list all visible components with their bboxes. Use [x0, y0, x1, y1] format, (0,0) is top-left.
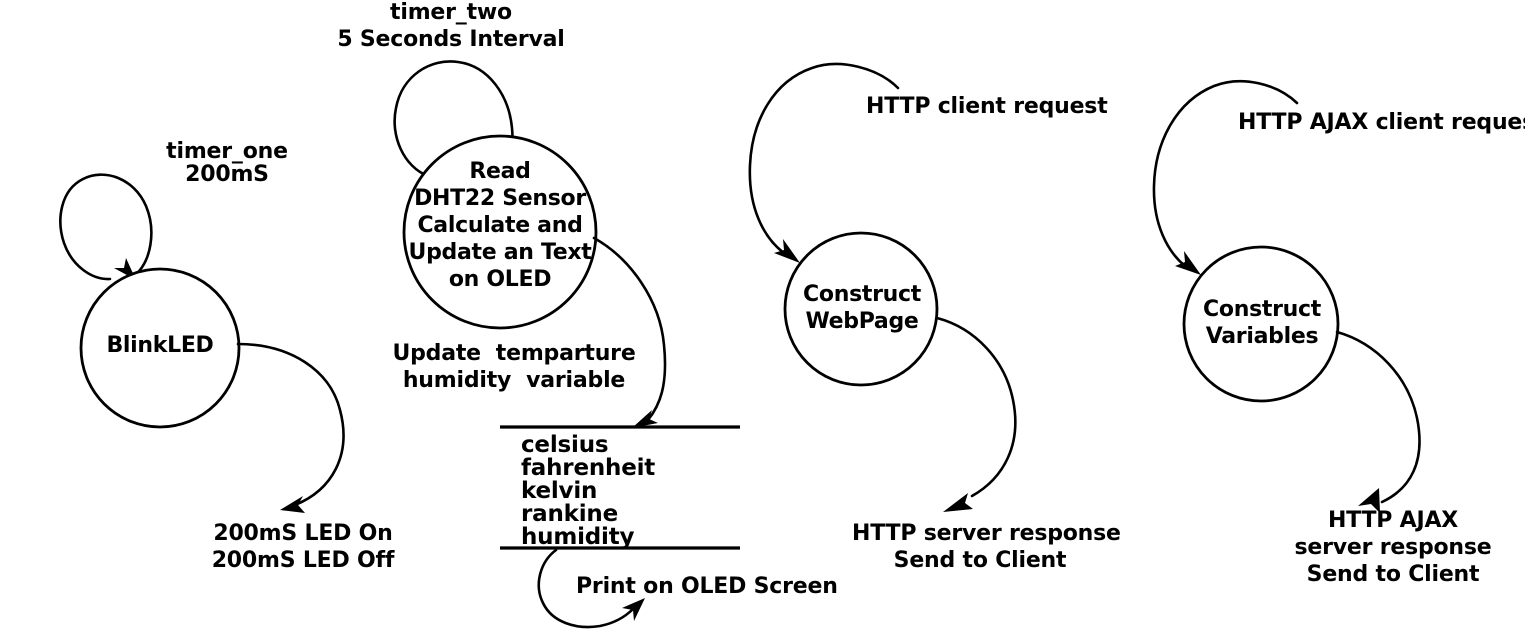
variable-item-fahrenheit: fahrenheit: [521, 455, 656, 481]
arrowhead-http-client-request: [774, 239, 800, 263]
node-read-dht22[interactable]: [402, 134, 598, 330]
label-update-variables: Update temparture humidity variable: [392, 341, 636, 393]
variable-item-rankine: rankine: [521, 501, 618, 527]
node-blinkled[interactable]: [79, 267, 241, 429]
label-print-on-oled: Print on OLED Screen: [576, 574, 838, 599]
label-http-ajax-server-response: HTTP AJAX server response Send to Client: [1294, 508, 1492, 587]
edge-http-ajax-server-response: [1335, 330, 1421, 504]
edge-blinkled-output: [236, 342, 345, 507]
node-label-blinkled: BlinkLED: [106, 333, 214, 358]
edge-http-server-response: [935, 316, 1017, 498]
edge-http-client-request: [748, 62, 900, 255]
variable-item-celsius: celsius: [521, 432, 609, 458]
node-label-read-dht22: Read DHT22 Sensor Calculate and Update a…: [408, 159, 592, 293]
arrowhead-print-oled: [622, 598, 645, 621]
label-timer-two: timer_two 5 Seconds Interval: [337, 0, 565, 52]
arrowhead-http-ajax-server-response: [1358, 488, 1380, 513]
edge-print-oled-loop: [537, 548, 635, 629]
arrowhead-sensor-to-variables: [632, 410, 658, 428]
arrowhead-http-ajax-client-request: [1175, 251, 1201, 275]
label-blink-output: 200mS LED On 200mS LED Off: [211, 521, 395, 573]
edge-sensor-to-variables: [592, 236, 667, 422]
variable-box-list: celsius fahrenheit kelvin rankine humidi…: [521, 434, 731, 549]
arrowhead-http-server-response: [943, 493, 973, 512]
node-label-construct-variables: Construct Variables: [1203, 297, 1321, 349]
node-construct-webpage[interactable]: [783, 231, 939, 387]
edge-http-ajax-client-request: [1152, 79, 1299, 268]
label-timer-one: timer_one 200mS: [166, 139, 288, 187]
node-label-construct-webpage: Construct WebPage: [803, 282, 921, 334]
arrowhead-blinkled-output: [280, 496, 305, 513]
node-construct-variables[interactable]: [1182, 245, 1340, 403]
label-http-ajax-client-request: HTTP AJAX client request: [1238, 110, 1525, 135]
edge-timer-one-loop: [59, 173, 153, 281]
variable-item-humidity: humidity: [521, 524, 635, 550]
variable-item-kelvin: kelvin: [521, 478, 598, 504]
label-http-server-response: HTTP server response Send to Client: [852, 521, 1121, 573]
label-http-client-request: HTTP client request: [866, 94, 1108, 119]
